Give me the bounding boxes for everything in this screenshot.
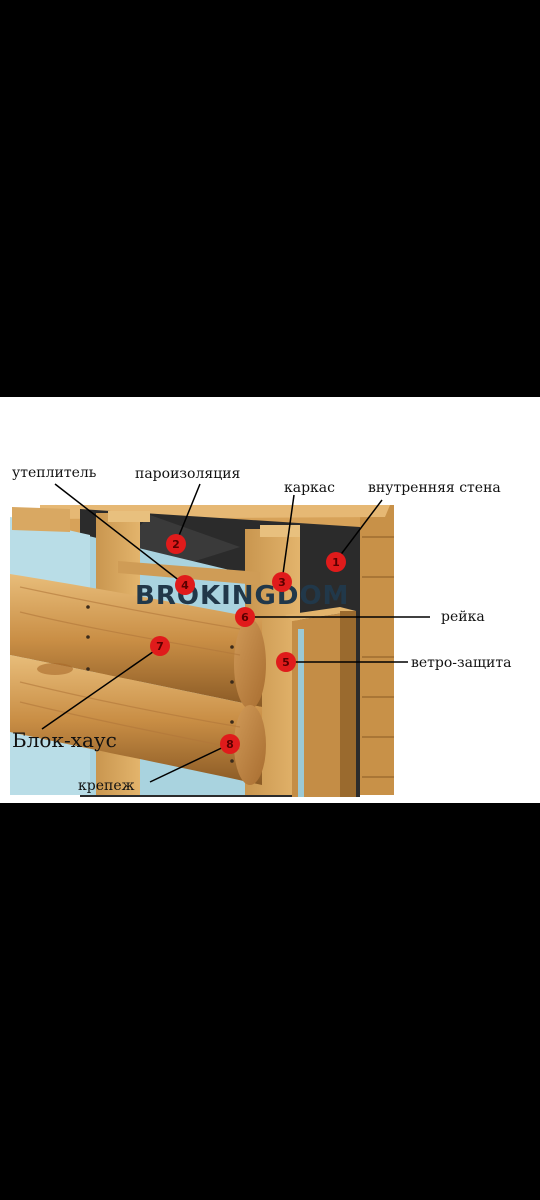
label-frame: каркас — [284, 480, 335, 496]
svg-text:8: 8 — [226, 738, 234, 751]
marker-3: 3 — [272, 572, 292, 592]
svg-text:7: 7 — [156, 640, 164, 653]
marker-4: 4 — [175, 575, 195, 595]
label-batten: рейка — [441, 609, 485, 625]
svg-text:2: 2 — [172, 538, 180, 551]
wind-protection-strip — [298, 629, 304, 797]
svg-text:3: 3 — [278, 576, 286, 589]
block-house-logs — [10, 574, 266, 785]
watermark-text: BROKINGDOM — [135, 581, 349, 611]
svg-text:1: 1 — [332, 556, 340, 569]
diagram-panel: BROKINGDOM 1 2 — [0, 397, 540, 803]
marker-6: 6 — [235, 607, 255, 627]
label-wind-protection: ветро-защита — [411, 655, 511, 671]
marker-1: 1 — [326, 552, 346, 572]
svg-text:4: 4 — [181, 579, 189, 592]
batten — [285, 607, 356, 797]
marker-8: 8 — [220, 734, 240, 754]
marker-5: 5 — [276, 652, 296, 672]
top-black-band — [0, 0, 540, 397]
label-fastener: крепеж — [78, 778, 135, 794]
svg-text:5: 5 — [282, 656, 290, 669]
label-block-house: Блок-хаус — [12, 728, 117, 752]
bottom-black-band — [0, 803, 540, 1200]
label-inner-wall: внутренняя стена — [368, 480, 501, 496]
wall-layers-diagram: BROKINGDOM 1 2 — [10, 465, 511, 797]
marker-7: 7 — [150, 636, 170, 656]
label-vapor-barrier: пароизоляция — [135, 466, 241, 482]
marker-2: 2 — [166, 534, 186, 554]
leader-lines — [41, 483, 430, 783]
svg-text:6: 6 — [241, 611, 249, 624]
label-insulation: утеплитель — [12, 465, 97, 481]
